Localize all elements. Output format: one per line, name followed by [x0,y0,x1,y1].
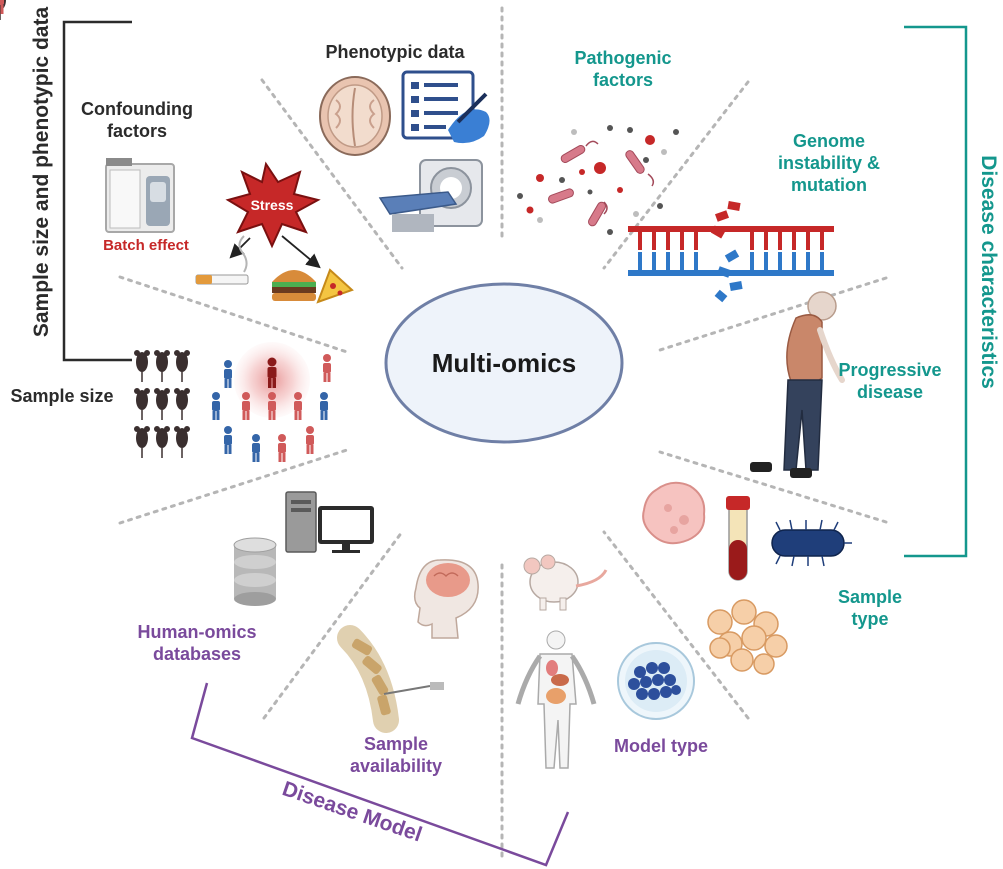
sample-size-label: Sample size [10,386,114,406]
brain-scan-icon [319,76,391,156]
group-label-left: Sample size and phenotypic data [30,7,53,338]
petri-dish-icon [617,642,695,720]
bottom-group-bracket [190,682,570,867]
pathogenic-factors-label: Pathogenic factors [548,48,698,92]
dna-break-icon [628,201,834,303]
people-population-icon [0,0,331,462]
stress-label: Stress [251,197,294,213]
phenotypic-data-label: Phenotypic data [325,42,465,62]
mouse-model-icon [523,554,608,611]
database-cylinder-icon [233,537,277,606]
mri-scanner-icon [378,159,483,232]
sample-availability-label: Sample availability [326,734,466,778]
blood-tube-icon [726,496,750,581]
databases-line-2: databases [152,643,242,664]
group-label-right: Disease characteristics [977,155,1000,389]
availability-line-1: Sample [363,734,429,754]
clipboard-form-icon [401,70,490,144]
divider-lines [118,6,888,862]
genome-line-3: mutation [791,174,867,195]
center-label: Multi-omics [432,348,576,378]
progressive-line-1: Progressive [838,360,942,380]
population-halo [234,342,310,418]
cell-cluster-icon [707,599,788,675]
sample-type-line-1: Sample [837,587,903,607]
pathogens-icon [517,125,679,235]
cigarette-icon [195,235,249,285]
pizza-slice-icon [316,268,354,304]
model-type-label: Model type [613,736,708,756]
spine-needle-icon [337,625,444,733]
right-group-bracket [904,25,968,558]
confounding-line-2: factors [106,120,168,141]
databases-line-1: Human-omics [137,622,257,642]
cause-arrows [229,235,321,269]
human-omics-databases-label: Human-omics databases [112,622,282,666]
confounding-factors-label: Confounding factors [62,99,212,143]
computer-icon [285,491,374,553]
batch-effect-label: Batch effect [103,237,189,254]
burger-icon [272,270,316,301]
group-label-bottom: Disease Model [279,777,424,846]
pathogenic-line-1: Pathogenic [574,48,672,68]
pathogenic-line-2: factors [592,69,654,90]
progressive-disease-label: Progressive disease [822,360,958,404]
progressive-line-2: disease [856,381,924,402]
genome-instability-label: Genome instability & mutation [754,131,904,197]
sample-type-line-2: type [851,608,889,629]
confounding-line-1: Confounding [81,99,193,119]
tissue-sample-icon [642,481,706,545]
head-brain-icon [413,559,479,639]
bacterium-icon [771,519,852,567]
genome-line-2: instability & [777,152,880,173]
left-group-bracket [62,20,132,362]
genome-line-1: Genome [792,131,866,151]
elderly-person-icon [750,291,845,478]
stress-burst-icon [225,161,321,249]
availability-line-2: availability [349,755,443,776]
sample-type-label: Sample type [810,587,930,631]
human-anatomy-icon [515,630,597,769]
center-ellipse [384,282,624,444]
sequencer-machine-icon [105,158,175,233]
